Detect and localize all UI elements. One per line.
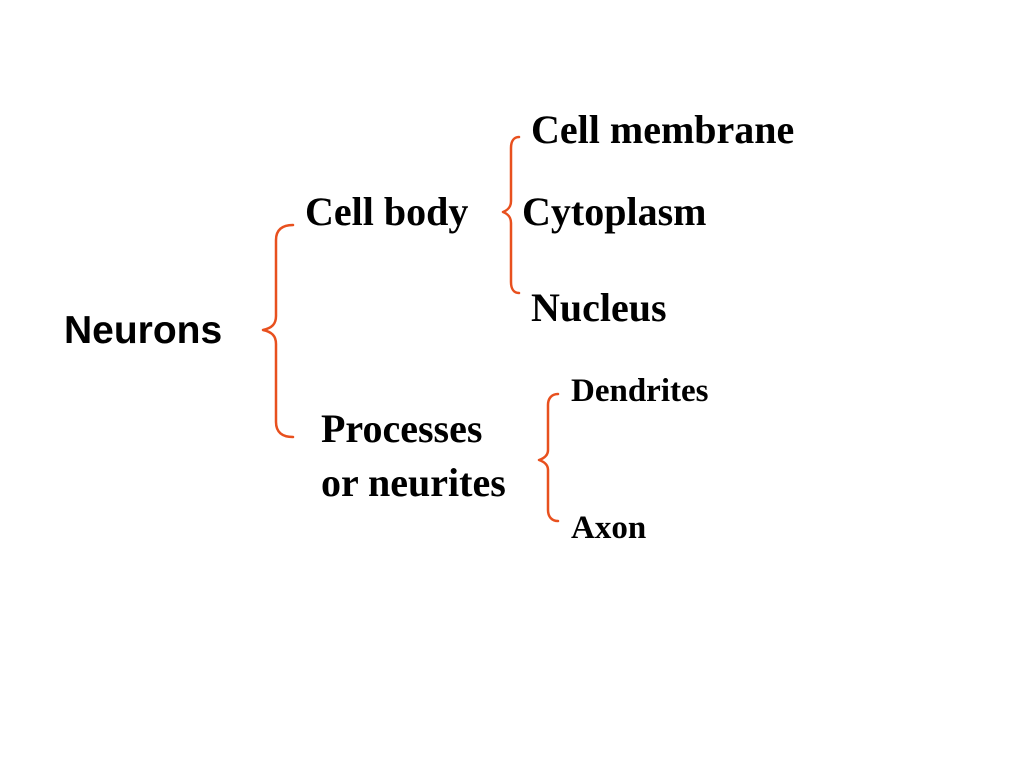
- brace-cell-body: [501, 135, 521, 295]
- leaf-cell-membrane: Cell membrane: [531, 107, 795, 152]
- leaf-axon: Axon: [571, 510, 647, 546]
- leaf-nucleus: Nucleus: [531, 285, 667, 330]
- leaf-dendrites: Dendrites: [571, 373, 709, 409]
- branch-label-processes-line2: or neurites: [321, 460, 506, 505]
- root-label-neurons: Neurons: [64, 309, 223, 352]
- brace-processes: [537, 392, 560, 523]
- branch-label-cell-body: Cell body: [305, 189, 469, 234]
- leaf-cytoplasm: Cytoplasm: [522, 189, 707, 234]
- brace-neurons: [261, 223, 295, 439]
- branch-label-processes-line1: Processes: [321, 406, 483, 451]
